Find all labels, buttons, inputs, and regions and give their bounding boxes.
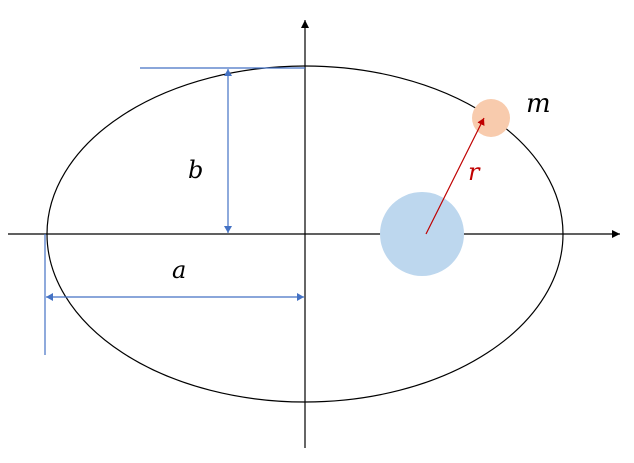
- r-label: r: [468, 158, 481, 186]
- orbit-ellipse: [46, 65, 564, 403]
- central-body: [380, 192, 464, 276]
- orbiting-body: [472, 99, 510, 137]
- radius-vector: [425, 117, 485, 235]
- b-label: b: [188, 156, 203, 184]
- a-label: a: [172, 256, 186, 284]
- m-label: m: [526, 89, 551, 119]
